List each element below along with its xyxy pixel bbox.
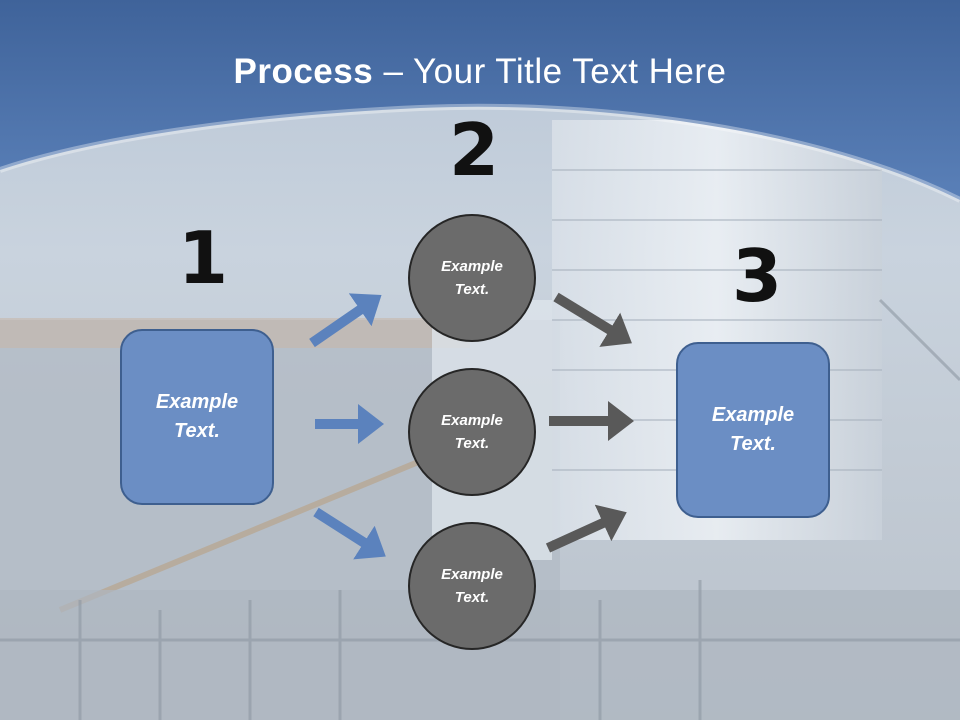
arrow-gray-down-right-icon: [553, 292, 632, 347]
step-number-1: 1: [178, 216, 229, 300]
title-bold: Process: [233, 52, 374, 91]
left-step-box: Example Text.: [120, 329, 274, 505]
arrow-gray-up-right-icon: [545, 504, 627, 553]
circle-bottom-label: Example Text.: [441, 566, 503, 606]
step-number-3: 3: [732, 234, 783, 318]
circle-node-bottom: Example Text.: [408, 522, 536, 650]
page-title: Process – Your Title Text Here: [0, 52, 960, 92]
circle-node-top: Example Text.: [408, 214, 536, 342]
circle-node-middle: Example Text.: [408, 368, 536, 496]
right-box-label: Example Text.: [711, 404, 795, 455]
right-step-box: Example Text.: [676, 342, 830, 518]
arrow-right-down-icon: [313, 507, 386, 560]
circle-middle-label: Example Text.: [441, 412, 503, 452]
title-rest: – Your Title Text Here: [373, 52, 727, 91]
left-box-label: Example Text.: [155, 391, 239, 442]
circle-top-label: Example Text.: [441, 258, 503, 298]
arrow-right-up-icon: [309, 293, 382, 348]
step-number-2: 2: [449, 108, 500, 192]
